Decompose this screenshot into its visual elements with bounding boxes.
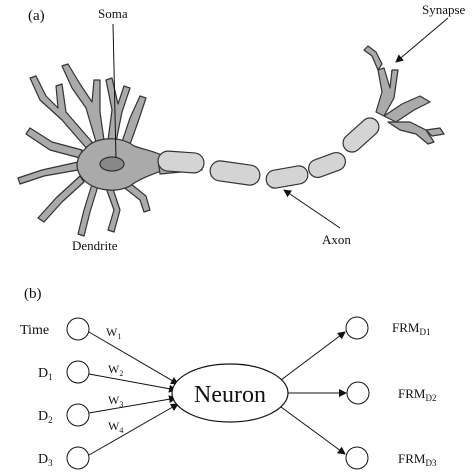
soma-pointer xyxy=(112,23,117,159)
synapse-label: Synapse xyxy=(422,2,466,17)
weight-label-w1: W1 xyxy=(106,325,121,341)
output-label-d1: FRMD1 xyxy=(392,320,430,337)
neuron-label: Neuron xyxy=(194,382,266,408)
edge-w3 xyxy=(88,395,177,414)
edge-w1 xyxy=(88,331,179,385)
edge-out-d1 xyxy=(280,331,346,381)
input-node-time xyxy=(66,317,90,341)
weight-label-w2: W2 xyxy=(108,362,123,378)
soma-label: Soma xyxy=(98,6,128,21)
axon-terminal xyxy=(363,45,445,145)
axon-myelin xyxy=(157,117,380,189)
weight-label-w4: W4 xyxy=(108,419,123,435)
dendrite-label: Dendrite xyxy=(72,238,118,253)
input-node-d1 xyxy=(66,360,90,384)
output-label-d2: FRMD2 xyxy=(398,386,436,403)
biological-neuron xyxy=(17,45,445,237)
panel-a-label: (a) xyxy=(28,8,45,24)
axon-label: Axon xyxy=(322,232,351,247)
axon-pointer xyxy=(283,189,341,229)
panel-b-label: (b) xyxy=(24,286,42,302)
output-node-d3 xyxy=(345,446,369,470)
output-node-d2 xyxy=(346,381,370,405)
synapse-pointer xyxy=(395,17,449,63)
edge-w4 xyxy=(88,403,179,456)
input-nodes xyxy=(66,317,90,470)
input-label-time: Time xyxy=(20,323,49,338)
output-node-d1 xyxy=(345,316,369,340)
output-nodes xyxy=(345,316,370,470)
nucleus xyxy=(99,156,125,172)
input-label-d1: D1 xyxy=(38,366,53,382)
input-node-d3 xyxy=(66,446,90,470)
output-label-d3: FRMD3 xyxy=(398,451,437,468)
input-label-d2: D2 xyxy=(38,409,53,425)
input-node-d2 xyxy=(66,403,90,427)
weight-label-w3: W3 xyxy=(108,393,123,409)
edge-out-d3 xyxy=(280,406,346,455)
edge-w2 xyxy=(88,373,177,393)
input-label-d3: D3 xyxy=(38,452,53,468)
